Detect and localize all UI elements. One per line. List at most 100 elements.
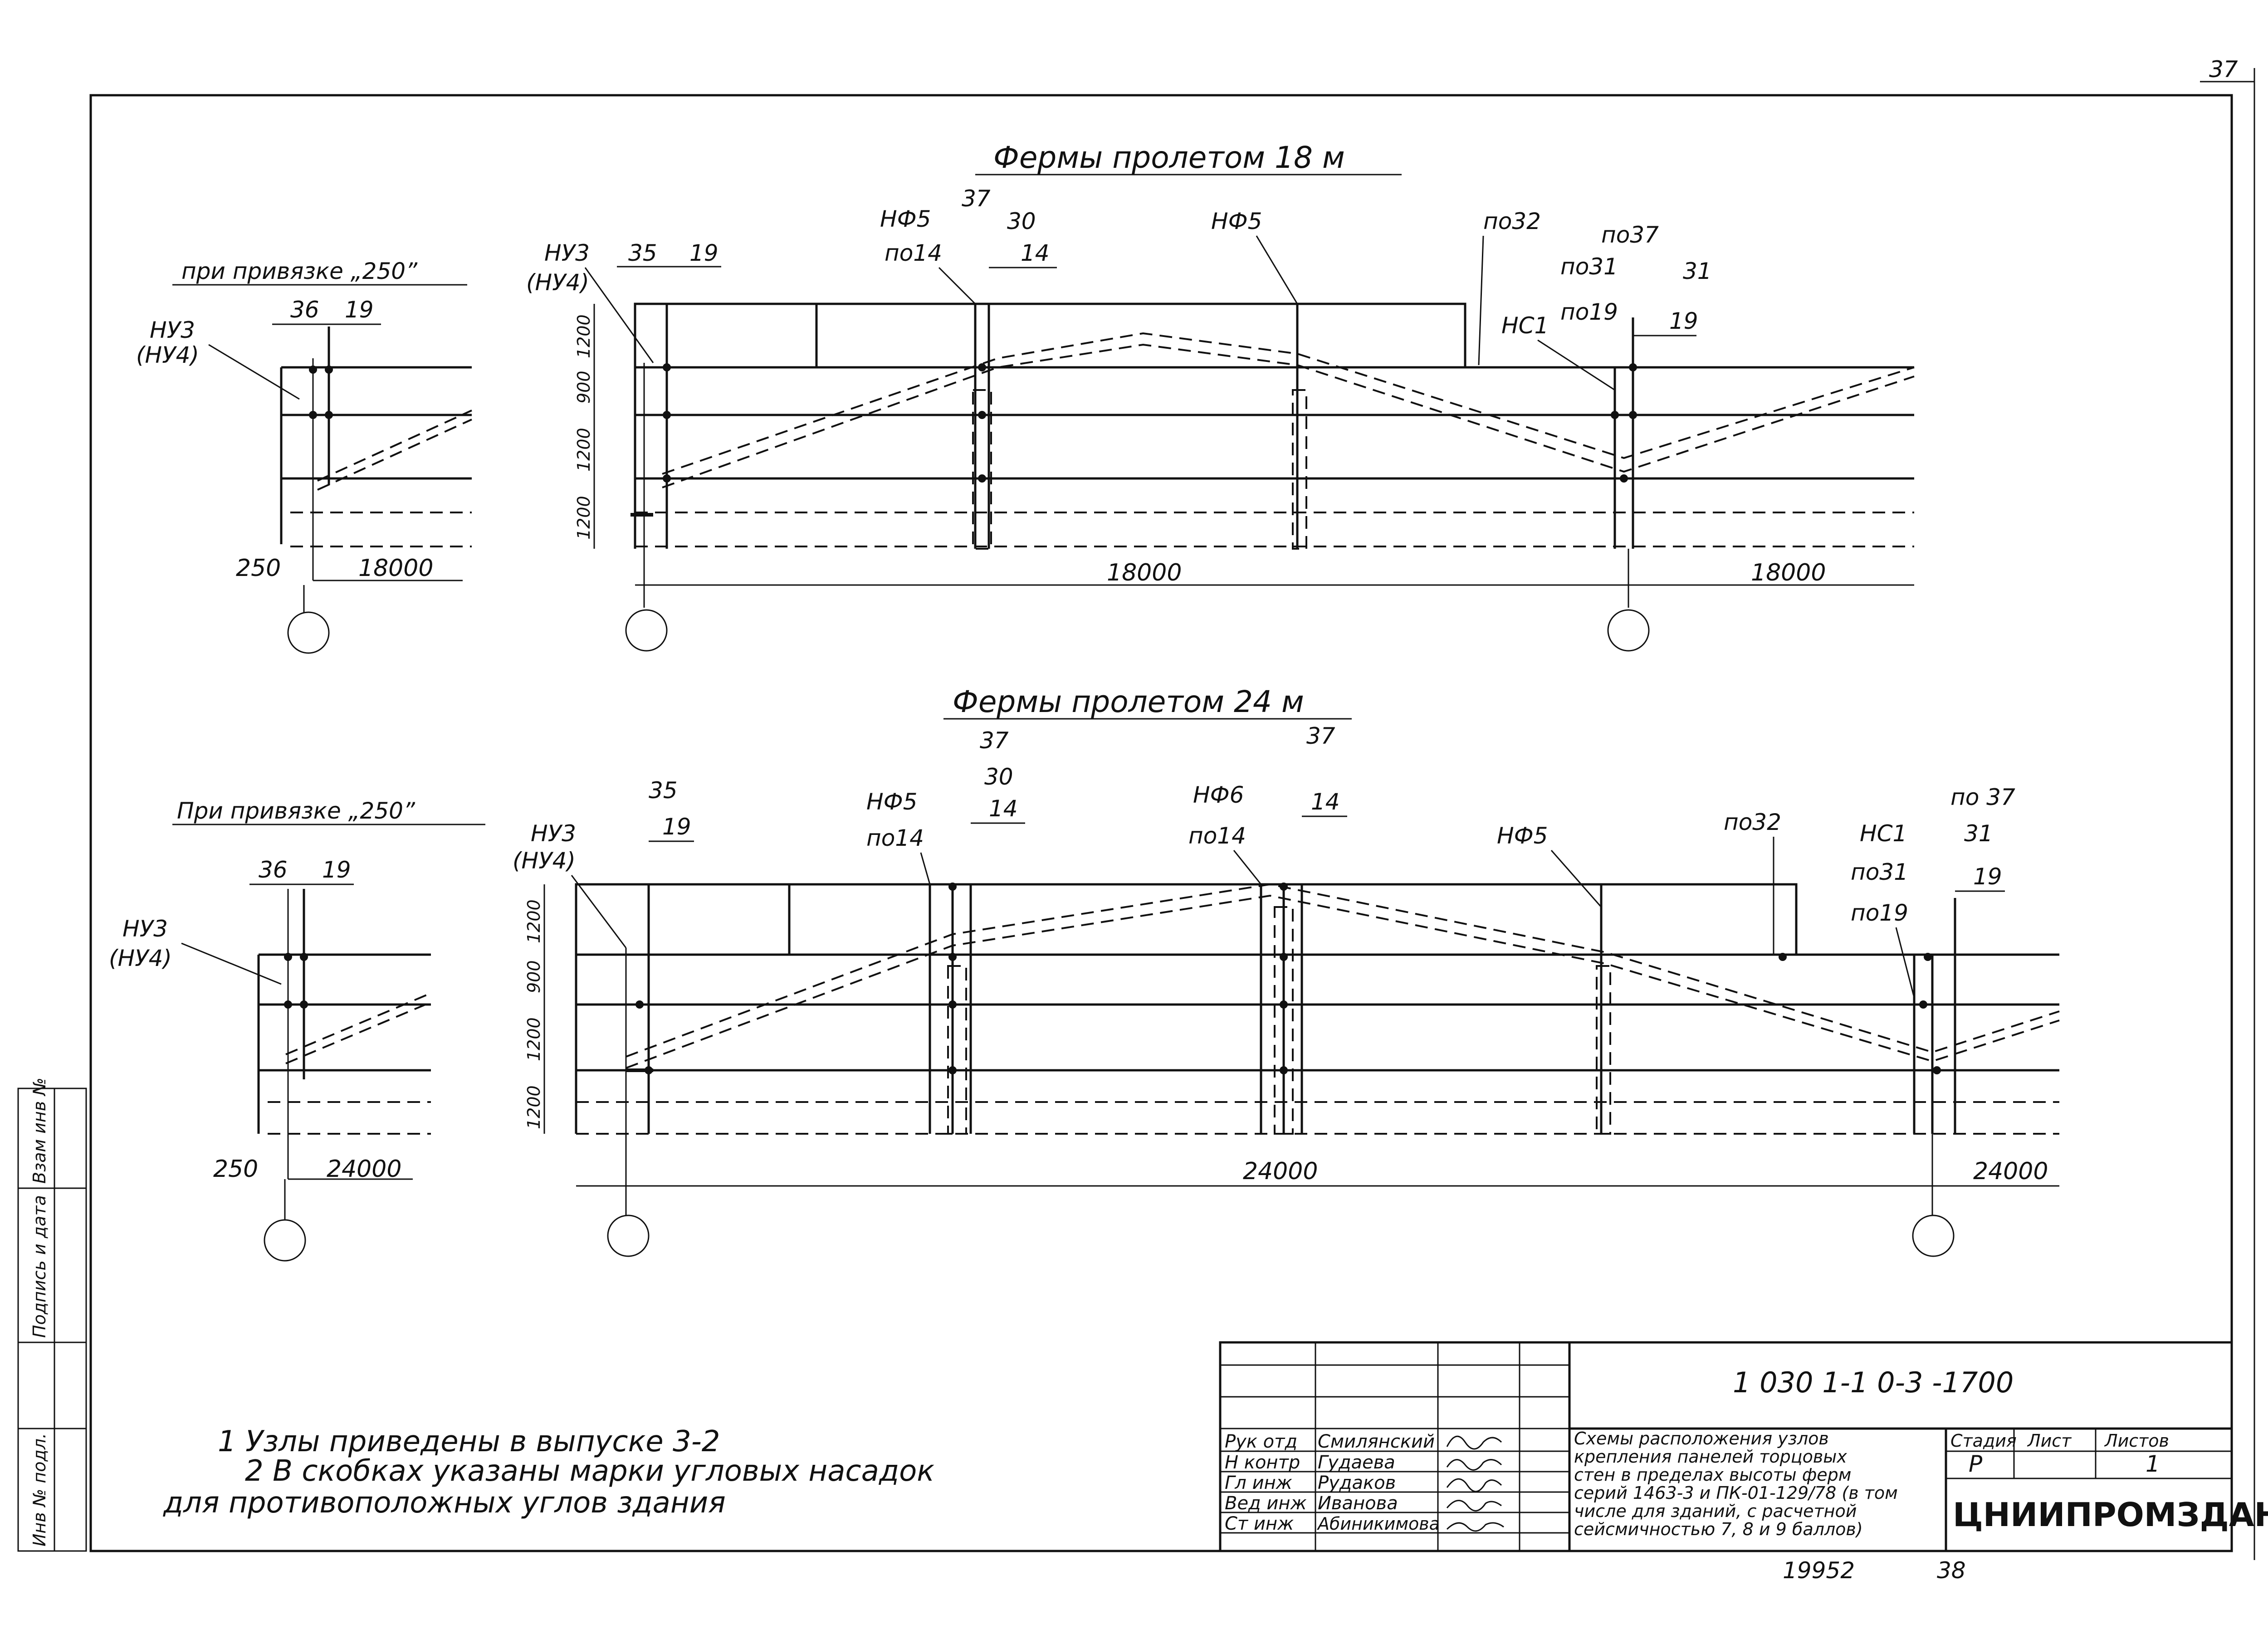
footer-page: 38 [1937,1557,1966,1584]
label-14-18: 14 [1021,240,1050,266]
label-po19-24: по19 [1851,900,1908,926]
label-19b-24: 19 [1973,863,2002,890]
label-nu3-18: НУ3 [544,240,590,266]
label-31-24: 31 [1964,820,1993,847]
sheet-label: Лист [2027,1431,2072,1451]
name-5: Абиникимова [1316,1514,1440,1534]
height-900-24: 900 [524,960,544,993]
label-nu4-24: (НУ4) [513,848,576,874]
diagram-18m-left-detail: при привязке „250” НУ3 (НУ4) 36 19 [136,258,472,654]
sheet-value: 1 [2146,1451,2160,1477]
label-31-18: 31 [1683,258,1712,284]
name-3: Рудаков [1318,1473,1396,1493]
role-1: Рук отд [1225,1431,1297,1452]
diagram-18m-title: Фермы пролетом 18 м [993,140,1345,175]
height-1200-c-18: 1200 [574,496,594,540]
label-nf6-24: НФ6 [1193,782,1244,808]
label-po14a-24: по14 [866,825,924,851]
dim-18000-right: 18000 [1751,559,1826,586]
sheet-frame [89,68,2255,1560]
name-1: Смилянский [1318,1431,1435,1452]
label-nf5a-18: НФ5 [880,206,931,232]
diagram-24m-main: 1200 900 1200 1200 24000 24000 НУ3 (НУ4)… [513,723,2060,1257]
label-14a-24: 14 [989,795,1018,822]
height-1200-a-24: 1200 [524,899,544,943]
label-37a-24: 37 [980,727,1009,754]
notes: 1 Узлы приведены в выпуске 3-2 2 В скобк… [163,1425,934,1520]
stage-label: Стадия [1950,1431,2017,1451]
desc-1: Схемы расположения узлов [1574,1429,1829,1449]
name-4: Иванова [1318,1493,1398,1514]
label-35-18: 35 [628,240,657,266]
diagram-18m: Фермы пролетом 18 м при привязке „250” Н… [136,140,1915,654]
label-po37-24: по 37 [1950,784,2015,810]
signatures [1446,1435,1504,1532]
height-1200-b-18: 1200 [574,428,594,472]
label-nu4-18: (НУ4) [526,269,589,296]
label-po14-18: по14 [885,240,942,266]
diagram-24m-title: Фермы пролетом 24 м [953,684,1304,719]
sheets-label: Листов [2104,1431,2169,1451]
height-900-18: 900 [574,371,594,404]
diagram-24m: Фермы пролетом 24 м При привязке „250” Н… [109,684,2060,1262]
dim-18000-mid: 18000 [1107,559,1182,586]
height-1200-a-18: 1200 [574,314,594,358]
label-po32-18: по32 [1483,208,1541,234]
role-5: Ст инж [1225,1513,1294,1534]
label-37-18: 37 [962,185,991,212]
dim-18000-left: 18000 [358,555,433,582]
diagram-24m-left-detail: При привязке „250” НУ3 (НУ4) 36 19 [109,798,485,1262]
label-po31-24: по31 [1851,859,1908,885]
role-3: Гл инж [1225,1473,1292,1493]
dim-250-24: 250 [213,1156,258,1183]
diagram-18m-left-title: при привязке „250” [181,258,418,284]
dim-24000-mid: 24000 [1243,1158,1318,1185]
label-19-18: 19 [689,240,719,266]
label-nu3-left-24: НУ3 [122,916,168,942]
label-ns1-18: НС1 [1501,312,1549,339]
label-14b-24: 14 [1311,789,1340,815]
desc-4: серий 1463-3 и ПК-01-129/78 (в том [1574,1483,1898,1503]
note-1: 1 Узлы приведены в выпуске 3-2 [218,1425,720,1458]
label-35-24: 35 [649,777,678,804]
label-19-left-18: 19 [345,297,374,323]
name-2: Гудаева [1318,1452,1395,1473]
desc-5: числе для зданий, с расчетной [1574,1501,1857,1521]
organization: ЦНИИПРОМЗДАНИЙ [1953,1496,2268,1534]
label-po31-18: по31 [1560,254,1618,280]
label-30-18: 30 [1007,208,1036,234]
label-36-left-24: 36 [259,857,288,883]
document-code: 1 030 1-1 0-3 -1700 [1733,1366,2014,1399]
label-36-left-18: 36 [290,297,319,323]
page-number-top: 37 [2209,56,2238,83]
height-1200-b-24: 1200 [524,1017,544,1061]
label-po19-18: по19 [1560,299,1618,325]
desc-2: крепления панелей торцовых [1574,1447,1847,1467]
diagram-18m-main: 1200 900 1200 1200 18000 18000 НУ3 (НУ4)… [526,185,1915,652]
height-1200-c-24: 1200 [524,1085,544,1129]
desc-6: сейсмичностью 7, 8 и 9 баллов) [1574,1519,1863,1539]
note-3: для противоположных углов здания [163,1486,726,1520]
label-37b-24: 37 [1306,723,1335,749]
label-nf5b-24: НФ5 [1497,823,1548,849]
dim-24000-right: 24000 [1973,1158,2048,1185]
title-block: 1 030 1-1 0-3 -1700 Рук отд Н контр Гл и… [1219,1341,2268,1552]
label-19-24: 19 [662,814,691,840]
stage-value: Р [1969,1451,1983,1477]
label-nu4-left-18: (НУ4) [136,342,199,368]
role-4: Вед инж [1225,1493,1307,1514]
label-po37-18: по37 [1601,222,1659,248]
dim-250-18: 250 [236,555,281,582]
label-19-left-24: 19 [322,857,351,883]
label-30-24: 30 [984,764,1013,790]
note-2: 2 В скобках указаны марки угловых насадо… [245,1454,934,1488]
label-nf5b-18: НФ5 [1211,208,1262,234]
diagram-24m-left-title: При привязке „250” [177,798,415,824]
side-stamp: Инв № подл. Подпись и дата Взам инв № [17,1078,87,1552]
label-19b-18: 19 [1669,308,1698,334]
label-ns1-24: НС1 [1860,820,1907,847]
label-po14b-24: по14 [1188,823,1246,849]
role-2: Н контр [1225,1452,1300,1473]
desc-3: стен в пределах высоты ферм [1574,1465,1851,1485]
